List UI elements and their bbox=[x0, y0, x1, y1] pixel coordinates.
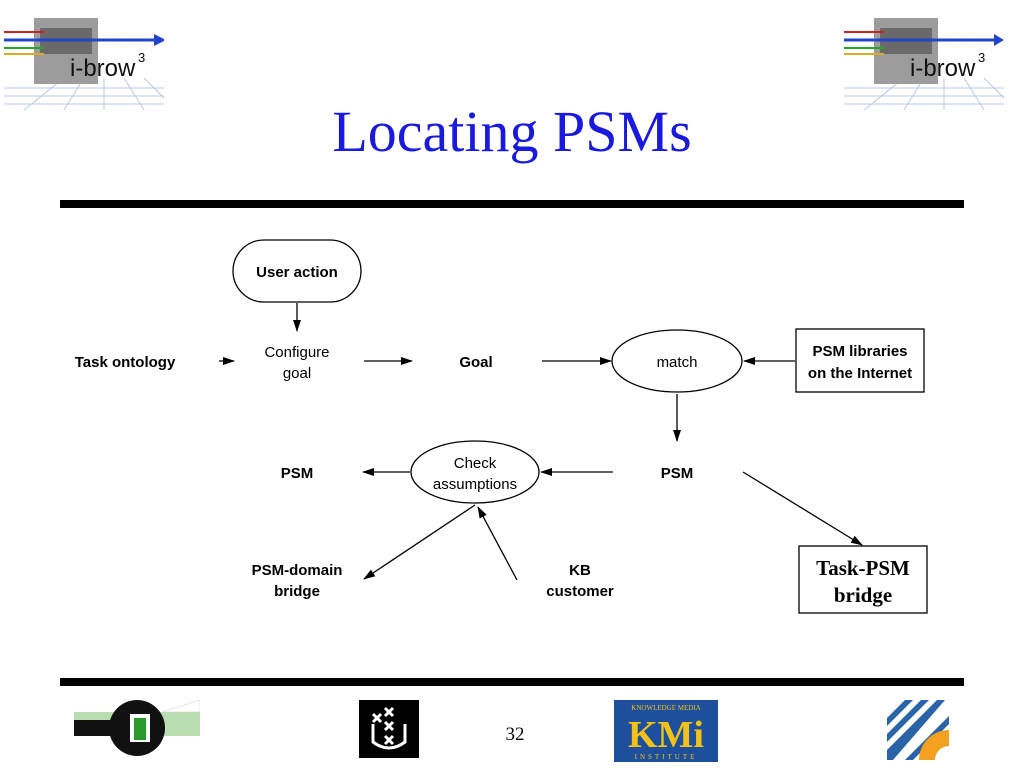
psm-domain-bridge-line2: bridge bbox=[274, 583, 320, 600]
ibrow-logo-left: i-brow 3 bbox=[4, 18, 164, 110]
logo-text-left: i-brow bbox=[70, 55, 136, 82]
top-divider bbox=[60, 200, 964, 208]
kmi-bottom-text: INSTITUTE bbox=[635, 753, 698, 761]
psm-libraries-node bbox=[795, 328, 925, 393]
arrow-check-to-psm-domain-bridge bbox=[363, 504, 476, 580]
kmi-main-text: KMi bbox=[628, 714, 704, 756]
check-assumptions-node bbox=[410, 440, 540, 504]
kmi-logo: KNOWLEDGE MEDIA KMi INSTITUTE bbox=[614, 700, 718, 762]
aifb-logo bbox=[887, 700, 949, 760]
user-action-node bbox=[232, 239, 362, 303]
vu-logo bbox=[74, 700, 200, 756]
task-ontology-label: Task ontology bbox=[75, 354, 176, 371]
logo-superscript-left: 3 bbox=[138, 50, 145, 65]
goal-label: Goal bbox=[459, 354, 492, 371]
slide-title: Locating PSMs bbox=[332, 99, 692, 164]
psm-domain-bridge-line1: PSM-domain bbox=[252, 562, 343, 579]
arrow-psm-to-task-psm-bridge bbox=[742, 471, 863, 546]
psm-right-label: PSM bbox=[661, 465, 694, 482]
page-number: 32 bbox=[505, 724, 525, 745]
kb-customer-line1: KB bbox=[569, 562, 591, 579]
kb-customer-line2: customer bbox=[546, 583, 614, 600]
uva-logo bbox=[359, 700, 419, 758]
psm-left-label: PSM bbox=[281, 465, 314, 482]
bottom-divider bbox=[60, 678, 964, 686]
kmi-top-text: KNOWLEDGE MEDIA bbox=[631, 704, 700, 712]
user-action-label: User action bbox=[256, 264, 338, 281]
arrow-kb-customer-to-check bbox=[477, 506, 518, 581]
configure-goal-line1: Configure bbox=[264, 344, 329, 361]
task-psm-bridge-line2: bridge bbox=[834, 583, 892, 607]
logo-text-right: i-brow bbox=[910, 55, 976, 82]
psm-libraries-line2: on the Internet bbox=[808, 365, 912, 382]
match-label: match bbox=[657, 354, 698, 371]
task-psm-bridge-line1: Task-PSM bbox=[816, 556, 910, 580]
ibrow-logo-right: i-brow 3 bbox=[844, 18, 1004, 110]
configure-goal-line2: goal bbox=[283, 365, 311, 382]
match-node bbox=[611, 329, 743, 393]
check-assumptions-line1: Check bbox=[454, 455, 497, 472]
task-psm-bridge-node bbox=[798, 545, 928, 614]
psm-libraries-line1: PSM libraries bbox=[812, 343, 907, 360]
check-assumptions-line2: assumptions bbox=[433, 476, 517, 493]
logo-superscript-right: 3 bbox=[978, 50, 985, 65]
